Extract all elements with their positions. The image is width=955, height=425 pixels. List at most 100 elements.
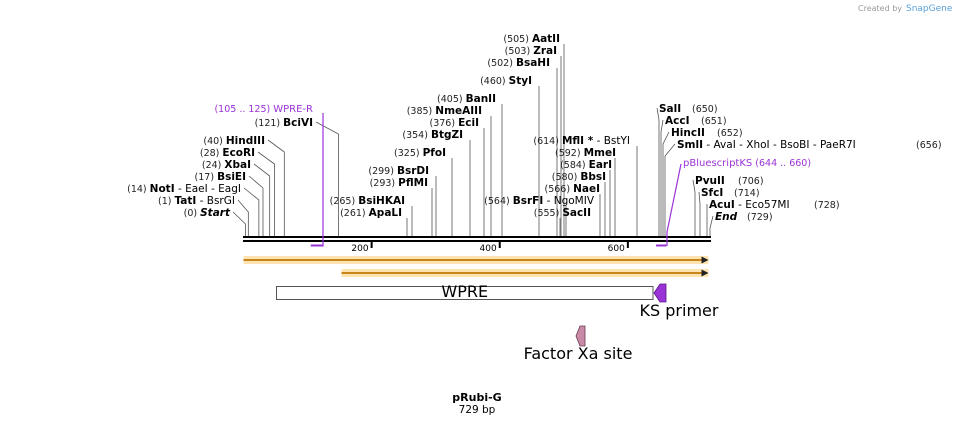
site-position: (555) — [534, 208, 563, 219]
leader-line — [660, 119, 664, 236]
feature-label: KS primer — [640, 301, 719, 320]
site-name: SfcI — [701, 187, 723, 199]
site-name: Start — [200, 207, 231, 219]
feature-ks-primer[interactable]: KS primer — [640, 283, 719, 320]
primer-pbluescriptks[interactable]: pBluescriptKS (644 .. 660) — [656, 158, 811, 247]
enzyme-site-smli[interactable]: SmlI - AvaI - XhoI - BsoBI - PaeR7I(656) — [677, 139, 942, 151]
enzyme-site-bbsi[interactable]: (580) BbsI — [552, 171, 606, 183]
orf-arrowhead — [701, 269, 709, 277]
site-position: (261) — [340, 208, 369, 219]
leader-line — [237, 199, 249, 236]
plasmid-name: pRubi-G — [452, 391, 501, 404]
leader-line — [664, 143, 676, 236]
site-position: (405) — [437, 94, 466, 105]
site-name: PfoI — [423, 147, 446, 159]
enzyme-site-pfoi[interactable]: (325) PfoI — [394, 147, 446, 159]
enzyme-site-end[interactable]: End (729) — [715, 211, 773, 223]
enzyme-site-pvuii[interactable]: PvuII(706) — [695, 175, 764, 187]
plasmid-length: 729 bp — [459, 404, 496, 416]
primer-label: pBluescriptKS (644 .. 660) — [683, 158, 811, 169]
enzyme-site-banii[interactable]: (405) BanII — [437, 93, 496, 105]
enzyme-site-bsrfi[interactable]: (564) BsrFI - NgoMIV — [484, 195, 595, 207]
enzyme-site-bsrdi[interactable]: (299) BsrDI — [368, 165, 429, 177]
site-position: (564) — [484, 196, 513, 207]
credit-text: Created by — [858, 4, 902, 13]
enzyme-site-eari[interactable]: (584) EarI — [560, 159, 612, 171]
enzyme-site-pflmi[interactable]: (293) PflMI — [370, 177, 428, 189]
site-extra: - Eco57MI — [735, 199, 790, 211]
feature-wpre[interactable]: WPRE — [276, 282, 654, 301]
site-position: (584) — [560, 160, 589, 171]
enzyme-site-hincii[interactable]: HincII (652) — [671, 127, 743, 139]
enzyme-site-bsihkai[interactable]: (265) BsiHKAI — [330, 195, 405, 207]
primer-leader — [666, 163, 682, 246]
enzyme-site-acci[interactable]: AccI(651) — [665, 115, 727, 127]
site-label: (265) BsiHKAI — [330, 195, 405, 207]
enzyme-site-aatii[interactable]: (505) AatII — [503, 33, 560, 45]
enzyme-site-ecori[interactable]: (28) EcoRI — [200, 147, 255, 159]
enzyme-site-nmeaiii[interactable]: (385) NmeAIII — [407, 105, 482, 117]
site-name: NaeI — [573, 183, 600, 195]
enzyme-site-sali[interactable]: SalI(650) — [659, 103, 718, 115]
site-name: End — [715, 211, 738, 223]
orf-arrow-1[interactable] — [243, 256, 709, 264]
site-label: AccI — [665, 115, 689, 127]
site-extra: - BsrGI — [196, 195, 235, 207]
ruler-tick-label: 200 — [351, 244, 368, 254]
site-name: TatI — [174, 195, 196, 207]
site-position: (566) — [545, 184, 574, 195]
site-label: (503) ZraI — [505, 45, 557, 57]
site-position: (14) — [127, 184, 150, 195]
enzyme-site-hindiii[interactable]: (40) HindIII — [203, 135, 265, 147]
orf-arrow-2[interactable] — [341, 269, 709, 277]
enzyme-site-tati[interactable]: (1) TatI - BsrGI — [158, 195, 235, 207]
leader-line — [267, 139, 285, 236]
brand-name: SnapGene — [906, 4, 953, 14]
leader-line — [253, 163, 271, 236]
ruler-tick-label: 600 — [608, 244, 625, 254]
enzyme-site-zrai[interactable]: (503) ZraI — [505, 45, 557, 57]
site-name: BsrDI — [397, 165, 429, 177]
enzyme-site-ecii[interactable]: (376) EciI — [430, 117, 479, 129]
site-label: (405) BanII — [437, 93, 496, 105]
primer-annotations: (105 .. 125) WPRE-R pBluescriptKS (644 ..… — [214, 104, 811, 247]
primer-wpre-r[interactable]: (105 .. 125) WPRE-R — [214, 104, 324, 247]
site-name: HincII — [671, 127, 705, 139]
site-position: (652) — [717, 128, 743, 139]
enzyme-site-bsahi[interactable]: (502) BsaHI — [487, 57, 550, 69]
site-position: (28) — [200, 148, 223, 159]
leader-line — [698, 191, 701, 236]
site-label: (385) NmeAIII — [407, 105, 482, 117]
enzyme-site-styi[interactable]: (460) StyI — [480, 75, 532, 87]
feature-factor-xa-site[interactable]: Factor Xa site — [524, 325, 633, 363]
site-name: SalI — [659, 103, 681, 115]
site-label: (28) EcoRI — [200, 147, 255, 159]
site-name: BanII — [466, 93, 496, 105]
enzyme-site-acui[interactable]: AcuI - Eco57MI(728) — [709, 199, 840, 211]
site-position: (729) — [747, 212, 773, 223]
site-position: (325) — [394, 148, 423, 159]
enzyme-site-sacii[interactable]: (555) SacII — [534, 207, 591, 219]
site-label: SfcI — [701, 187, 723, 199]
enzyme-site-mfli-[interactable]: (614) MflI * - BstYI — [533, 135, 630, 147]
site-name: BciVI — [283, 117, 313, 129]
enzyme-site-naei[interactable]: (566) NaeI — [545, 183, 600, 195]
enzyme-site-noti[interactable]: (14) NotI - EaeI - EagI — [127, 183, 241, 195]
enzyme-site-start[interactable]: (0) Start — [184, 207, 231, 219]
enzyme-site-btgzi[interactable]: (354) BtgZI — [402, 129, 463, 141]
enzyme-site-xbai[interactable]: (24) XbaI — [202, 159, 251, 171]
snapgene-credit[interactable]: Created by SnapGene — [858, 3, 953, 14]
enzyme-site-bsiei[interactable]: (17) BsiEI — [195, 171, 246, 183]
enzyme-site-apali[interactable]: (261) ApaLI — [340, 207, 402, 219]
enzyme-site-bcivi[interactable]: (121) BciVI — [255, 117, 313, 129]
site-position: (17) — [195, 172, 218, 183]
site-extra: - EaeI - EagI — [175, 183, 241, 195]
enzyme-site-mmei[interactable]: (592) MmeI — [555, 147, 616, 159]
enzyme-labels: (0) Start(1) TatI - BsrGI(14) NotI - Eae… — [127, 33, 941, 223]
enzyme-site-sfci[interactable]: SfcI(714) — [701, 187, 760, 199]
leader-line — [248, 175, 264, 236]
site-label: (121) BciVI — [255, 117, 313, 129]
site-arrow-icon — [575, 325, 586, 347]
site-position: (24) — [202, 160, 225, 171]
